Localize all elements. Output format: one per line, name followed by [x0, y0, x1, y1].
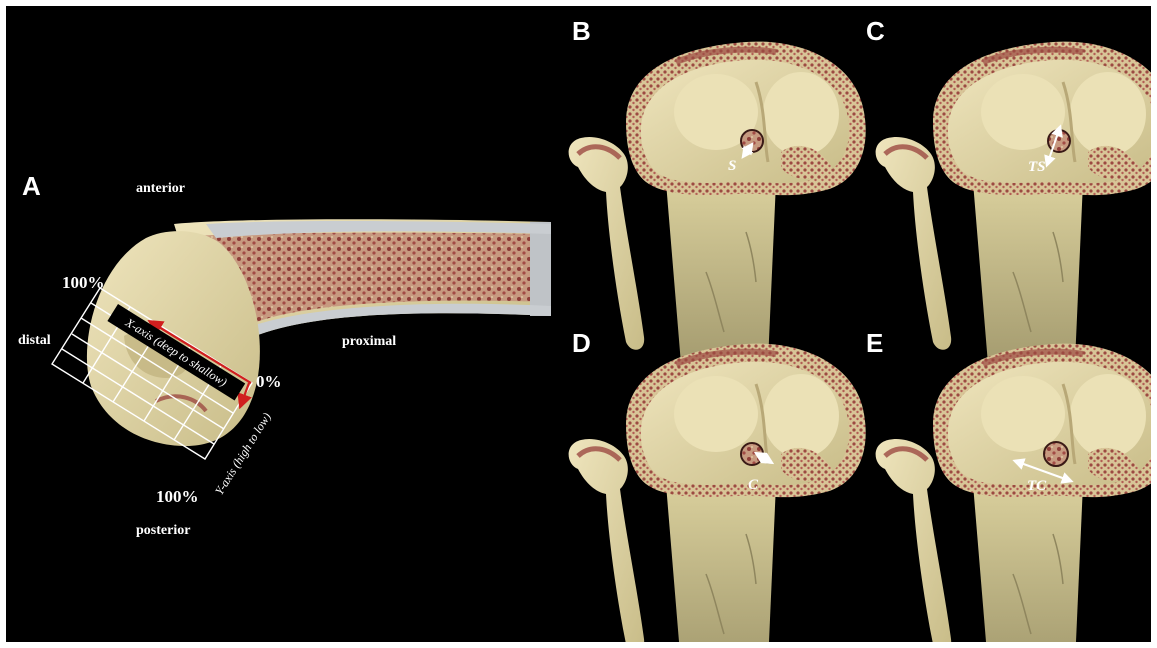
percent-top: 100%	[62, 274, 105, 291]
femur-model	[52, 219, 551, 459]
panel-a-letter: A	[22, 173, 41, 199]
label-proximal: proximal	[342, 335, 396, 349]
panel-e-letter: E	[866, 330, 883, 356]
label-posterior: posterior	[136, 524, 190, 538]
tunnel-e	[1044, 442, 1068, 466]
label-distal: distal	[18, 334, 51, 348]
percent-bottom: 100%	[156, 488, 199, 505]
measure-c-label: C	[748, 478, 758, 493]
tunnel-b	[741, 130, 763, 152]
tunnel-d	[741, 443, 763, 465]
measure-tc-label: TC	[1027, 479, 1046, 494]
panel-b-letter: B	[572, 18, 591, 44]
measure-ts-label: TS	[1028, 160, 1046, 175]
tunnel-c	[1048, 130, 1070, 152]
label-anterior: anterior	[136, 182, 185, 196]
measure-s-label: S	[728, 159, 736, 174]
figure-artwork	[6, 6, 1151, 642]
panel-d-letter: D	[572, 330, 591, 356]
percent-zero: 0%	[256, 373, 282, 390]
panel-c-letter: C	[866, 18, 885, 44]
figure-panel: A anterior posterior distal proximal 100…	[6, 6, 1151, 642]
